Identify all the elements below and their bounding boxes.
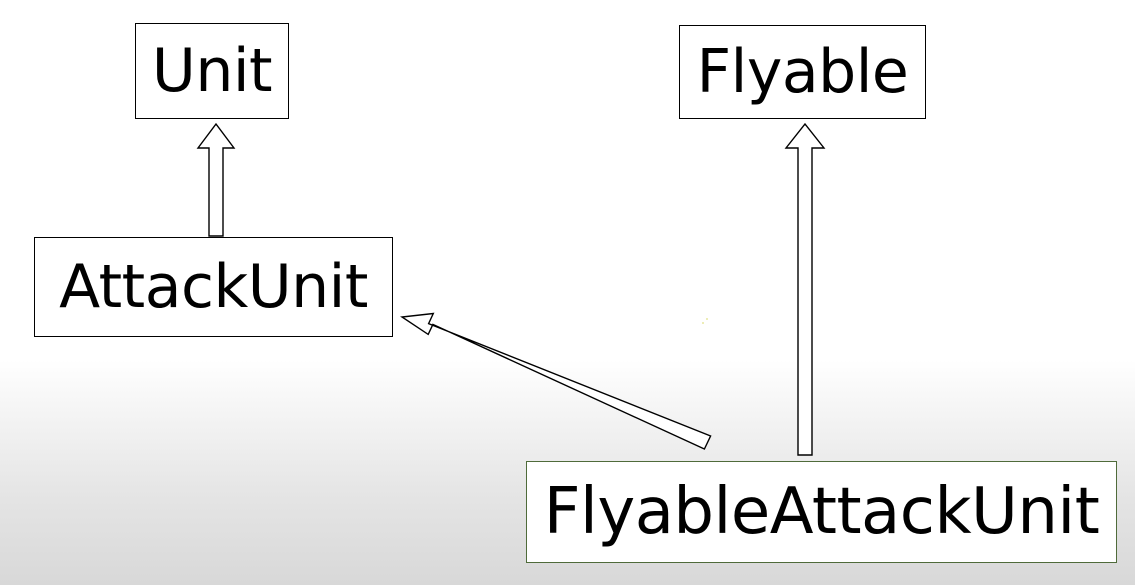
class-label-flyableattackunit: FlyableAttackUnit	[543, 475, 1100, 549]
class-label-unit: Unit	[151, 36, 273, 106]
class-box-flyableattackunit: FlyableAttackUnit	[526, 461, 1117, 563]
class-label-attackunit: AttackUnit	[59, 252, 368, 322]
arrow-flyableattackunit-to-flyable	[784, 122, 826, 456]
arrow-attackunit-to-unit	[196, 122, 236, 237]
class-box-flyable: Flyable	[679, 25, 926, 119]
class-box-attackunit: AttackUnit	[34, 237, 393, 337]
class-label-flyable: Flyable	[696, 37, 909, 107]
class-box-unit: Unit	[135, 23, 289, 119]
faint-marker	[702, 318, 708, 324]
arrow-flyableattackunit-to-attackunit	[400, 312, 712, 450]
